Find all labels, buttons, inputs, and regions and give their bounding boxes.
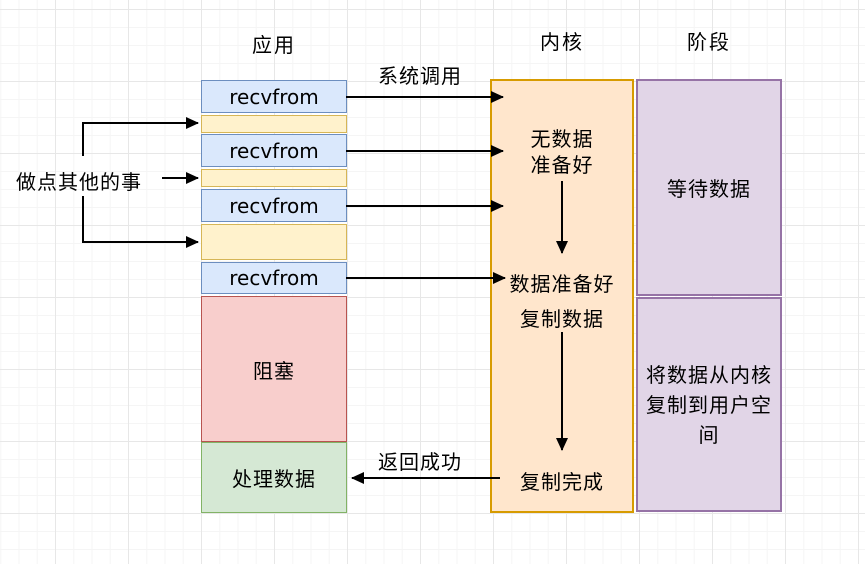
arrow-other-work-bottom (82, 196, 199, 248)
recvfrom-box-2: recvfrom (201, 134, 347, 167)
column-header-stage: 阶段 (687, 30, 731, 54)
other-work-slot-2 (201, 169, 347, 187)
arrow-other-work-top (82, 117, 199, 156)
kernel-copy-data-label: 复制数据 (520, 307, 604, 331)
process-data-box: 处理数据 (201, 442, 347, 513)
system-call-label: 系统调用 (378, 64, 462, 88)
other-work-slot-1 (201, 115, 347, 133)
recvfrom-box-4: recvfrom (201, 262, 347, 294)
column-header-kernel: 内核 (540, 30, 584, 54)
recvfrom-box-3: recvfrom (201, 189, 347, 222)
column-header-application: 应用 (252, 33, 296, 57)
stage-copy-to-user-box: 将数据从内核复制到用户空间 (636, 297, 782, 512)
other-work-slot-3 (201, 224, 347, 260)
kernel-copy-complete-label: 复制完成 (520, 470, 604, 494)
return-success-label: 返回成功 (378, 450, 462, 474)
kernel-no-data-ready-label: 无数据准备好 (530, 127, 594, 177)
do-something-else-label: 做点其他的事 (16, 170, 142, 194)
stage-copy-to-user-label: 将数据从内核复制到用户空间 (646, 362, 772, 447)
blocking-box: 阻塞 (201, 296, 347, 442)
kernel-data-ready-label: 数据准备好 (509, 272, 615, 296)
recvfrom-box-1: recvfrom (201, 80, 347, 113)
stage-wait-data-box: 等待数据 (636, 79, 782, 296)
